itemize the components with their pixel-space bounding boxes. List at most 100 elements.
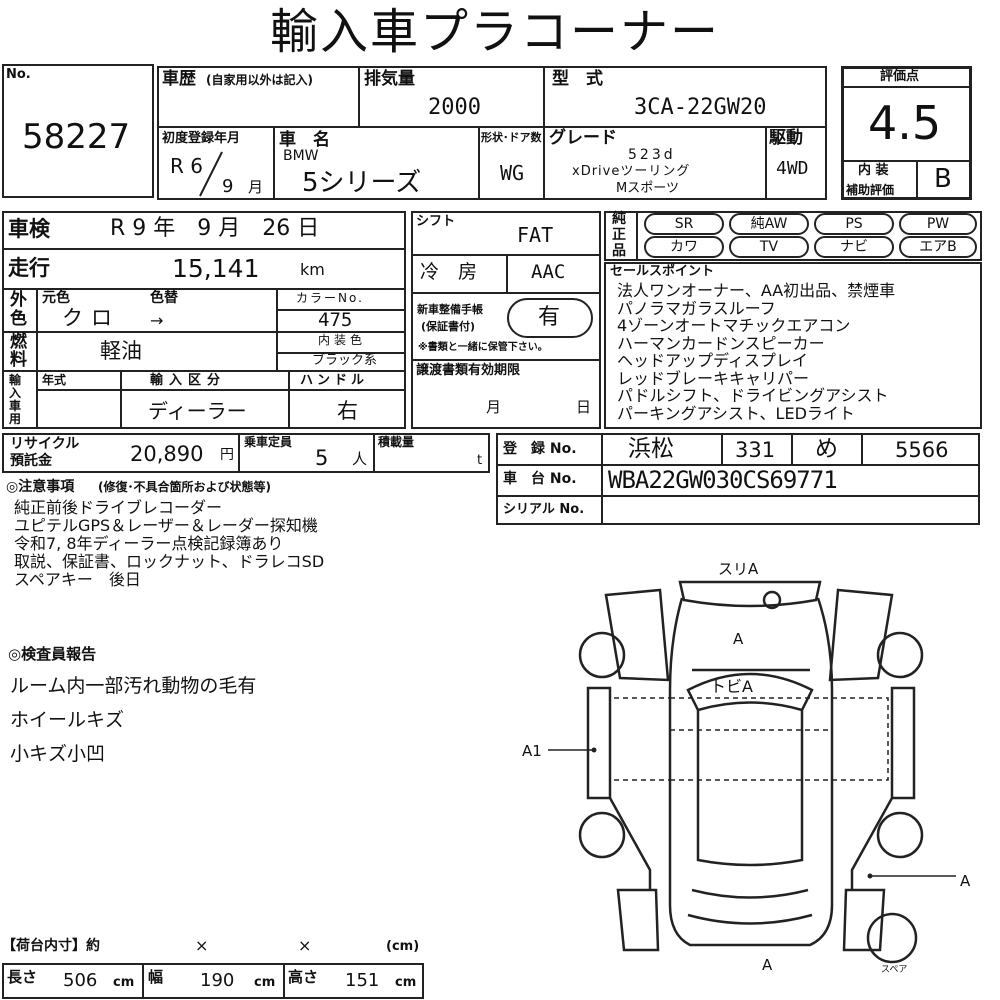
width-unit: cm (254, 975, 276, 990)
ac-label: 冷 房 (420, 261, 478, 283)
height-value: 151 (345, 970, 380, 991)
grade-label: グレード (549, 128, 617, 148)
length-value: 506 (63, 970, 98, 991)
width-value: 190 (200, 970, 235, 991)
drive-value: 4WD (776, 158, 809, 179)
diagram-left-label: A1 (522, 742, 542, 760)
registration-label: 登 録 No. (503, 441, 577, 457)
warranty-value: 有 (538, 305, 561, 330)
orig-color-label: 元色 (42, 290, 70, 306)
interior-color-value: ブラック系 (312, 353, 378, 368)
transfer-month: 月 (486, 398, 502, 416)
warranty-badge (507, 298, 593, 338)
score-value: 4.5 (868, 96, 942, 150)
grade-line1: 523d (628, 147, 676, 163)
sales-points-list: 法人ワンオーナー、AA初出品、禁煙車 パノラマガラスルーフ 4ゾーンオートマチッ… (617, 282, 895, 422)
ac-value: AAC (531, 261, 566, 283)
lot-label: No. (6, 67, 31, 82)
body-type-value: WG (500, 161, 525, 185)
model-code-value: 3CA-22GW20 (634, 95, 767, 120)
model-code-label: 型 式 (552, 69, 603, 89)
equip-leather: カワ (644, 236, 724, 258)
grade-line2: xDriveツーリング (572, 164, 691, 179)
fuel-label1: 燃 (10, 332, 27, 352)
notes-label: ◎注意事項 (6, 479, 75, 495)
diagram-right-label: A (960, 872, 971, 890)
warranty-label1: 新車整備手帳 (417, 303, 483, 316)
recycle-label2: 預託金 (10, 453, 52, 469)
sales-point-line: ヘッドアップディスプレイ (617, 351, 808, 370)
warranty-note: ※書類と一緒に保管下さい。 (418, 342, 548, 353)
equipment-label3: 品 (612, 243, 626, 259)
score-label: 評価点 (880, 69, 920, 84)
lot-box (2, 64, 154, 198)
shift-ac-block (411, 211, 601, 429)
page-title: 輸入車プラコーナー (270, 4, 721, 60)
equip-airbag: エアB (899, 236, 977, 258)
height-label: 高さ (288, 968, 319, 986)
sales-point-line: ハーマンカードンスピーカー (617, 333, 825, 353)
registration-kana: め (815, 436, 838, 462)
notes-list: 純正前後ドライブレコーダー ユピテルGPS＆レーザー＆レーダー探知機 令和7, … (14, 499, 324, 589)
header-info-block (157, 66, 827, 200)
interior-label2: 補助評価 (846, 183, 895, 197)
sales-points-label: セールスポイント (610, 264, 715, 279)
cargo-unit: (cm) (386, 939, 420, 954)
serial-label: シリアル No. (503, 502, 585, 517)
note-line: 取説、保証書、ロックナット、ドラレコSD (14, 552, 325, 571)
lot-number: 58227 (22, 117, 131, 157)
equip-navi: ナビ (814, 236, 894, 258)
car-damage-diagram (548, 580, 956, 964)
history-note: (自家用以外は記入) (206, 73, 313, 87)
inspector-line: ホイールキズ (10, 709, 125, 731)
length-label: 長さ (7, 968, 38, 986)
capacity-unit: 人 (352, 450, 368, 468)
year-label: 年式 (42, 373, 67, 387)
color-code-label: カラーNo. (296, 291, 364, 305)
import-type-value: ディーラー (148, 399, 247, 423)
equip-tv: TV (729, 236, 809, 258)
height-unit: cm (395, 975, 417, 990)
capacity-value: 5 (315, 446, 329, 470)
car-maker: BMW (283, 148, 319, 164)
equip-ps: PS (814, 213, 894, 235)
length-unit: cm (113, 975, 135, 990)
inspector-line: ルーム内一部汚れ動物の毛有 (10, 675, 257, 697)
orig-color-value: クロ (62, 306, 120, 330)
diagram-hood-label: A (733, 630, 744, 648)
exterior-label2: 色 (10, 309, 27, 329)
sales-points-block (604, 262, 982, 429)
color-code-value: 475 (318, 309, 353, 331)
change-color-value: → (150, 311, 164, 330)
sales-point-line: レッドブレーキキャリパー (617, 368, 810, 388)
registration-area: 浜松 (628, 436, 674, 462)
shift-value: FAT (517, 223, 554, 247)
drive-label: 駆動 (769, 128, 803, 148)
equip-sr: SR (644, 213, 724, 235)
note-line: 純正前後ドライブレコーダー (14, 498, 223, 517)
exterior-label1: 外 (10, 290, 27, 310)
inspector-line: 小キズ小凹 (10, 743, 106, 765)
notes-sub: (修復･不具合箇所および状態等) (98, 480, 271, 494)
import-type-label: 輸入区分 (150, 373, 227, 388)
interior-value: B (934, 164, 952, 194)
car-name-label: 車 名 (279, 130, 330, 150)
registration-number: 5566 (895, 438, 949, 462)
cargo-label: 【荷台内寸】約 (2, 938, 100, 954)
registration-class: 331 (735, 438, 776, 462)
inspection-label: 車検 (8, 217, 50, 241)
mileage-label: 走行 (8, 256, 50, 280)
capacity-label: 乗車定員 (244, 435, 293, 449)
first-reg-era: R 6 (170, 154, 203, 178)
diagram-windshield-label: トビA (710, 677, 753, 696)
cargo-x2: × (298, 936, 312, 955)
mileage-value: 15,141 (172, 254, 260, 283)
warranty-label2: (保証書付) (421, 320, 476, 333)
load-label: 積載量 (378, 435, 415, 449)
fuel-label2: 料 (10, 350, 27, 370)
registration-block (496, 433, 980, 525)
displacement-value: 2000 (428, 95, 481, 120)
equipment-label1: 純 (612, 211, 626, 227)
equipment-block (604, 211, 982, 261)
diagram-spare-label: スペア (881, 965, 908, 975)
